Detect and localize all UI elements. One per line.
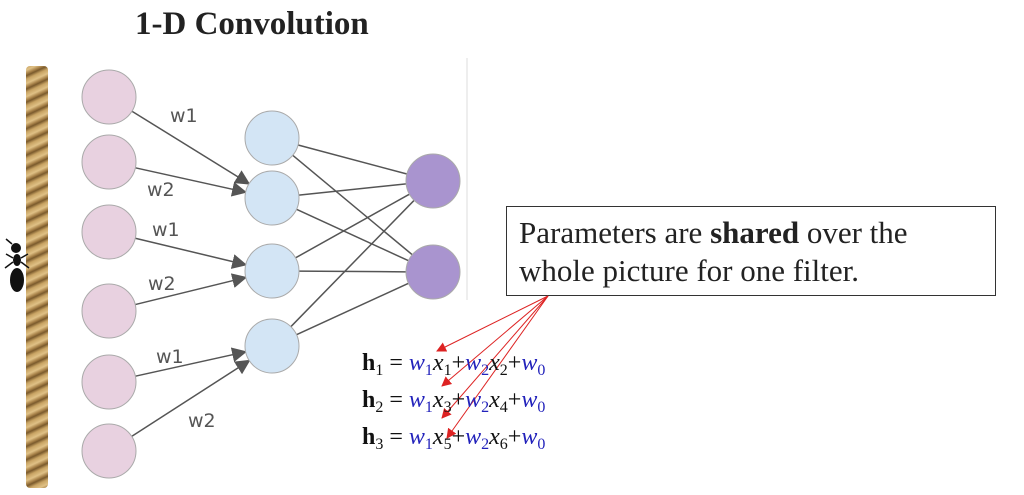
eq-w0: w bbox=[521, 387, 538, 413]
eq-w0-sub: 0 bbox=[537, 399, 546, 416]
eq-x-a-sub: 3 bbox=[443, 399, 452, 416]
hidden-output-edge bbox=[290, 199, 415, 328]
input-edge bbox=[131, 110, 251, 185]
hidden-output-edge bbox=[298, 183, 407, 196]
eq-w2-sub: 2 bbox=[481, 399, 490, 416]
eq-w1: w bbox=[408, 387, 425, 413]
eq-w0-sub: 0 bbox=[537, 362, 546, 379]
hidden-output-edge bbox=[296, 282, 409, 336]
hidden-node bbox=[244, 170, 300, 226]
eq-w2: w bbox=[465, 387, 482, 413]
callout-box: Parameters are shared over the whole pic… bbox=[506, 206, 996, 296]
input-node bbox=[81, 354, 137, 410]
eq-plus: + bbox=[451, 350, 466, 376]
eq-w1-sub: 1 bbox=[424, 436, 433, 453]
rope-decoration bbox=[26, 66, 48, 488]
eq-h-sub: 1 bbox=[375, 362, 384, 379]
eq-w0: w bbox=[521, 424, 538, 450]
eq-x-a-sub: 1 bbox=[443, 362, 452, 379]
equation-h1: h1 = w1x1+w2x2+w0 bbox=[362, 350, 545, 380]
eq-w0: w bbox=[521, 350, 538, 376]
callout-text-after: over the whole picture for one filter. bbox=[519, 215, 908, 288]
output-node bbox=[405, 244, 461, 300]
eq-x-a-sub: 5 bbox=[443, 436, 452, 453]
input-edge bbox=[135, 237, 248, 269]
eq-x-b-sub: 2 bbox=[499, 362, 508, 379]
input-edge bbox=[135, 273, 248, 306]
callout-bold-word: shared bbox=[710, 215, 800, 250]
eq-equals: = bbox=[383, 387, 409, 413]
eq-w2: w bbox=[465, 424, 482, 450]
hidden-output-edge bbox=[292, 154, 413, 256]
slide-title: 1-D Convolution bbox=[135, 6, 369, 42]
eq-h-sub: 2 bbox=[375, 399, 384, 416]
eq-x-b-sub: 6 bbox=[499, 436, 508, 453]
weight-label: w2 bbox=[147, 179, 175, 201]
eq-plus: + bbox=[507, 424, 522, 450]
eq-w1-sub: 1 bbox=[424, 362, 433, 379]
callout-text-before: Parameters are bbox=[519, 215, 711, 250]
eq-w2-sub: 2 bbox=[481, 362, 490, 379]
ant-icon bbox=[4, 238, 30, 292]
input-node bbox=[81, 283, 137, 339]
input-node bbox=[81, 423, 137, 479]
eq-plus: + bbox=[451, 424, 466, 450]
input-edge bbox=[135, 167, 248, 197]
hidden-node bbox=[244, 243, 300, 299]
eq-w2-sub: 2 bbox=[481, 436, 490, 453]
weight-label: w1 bbox=[152, 219, 180, 241]
output-node bbox=[405, 153, 461, 209]
equation-h3: h3 = w1x5+w2x6+w0 bbox=[362, 424, 545, 454]
eq-plus: + bbox=[507, 350, 522, 376]
weight-label: w2 bbox=[148, 273, 176, 295]
input-node bbox=[81, 69, 137, 125]
eq-x-b-sub: 4 bbox=[499, 399, 508, 416]
eq-x-a: x bbox=[432, 424, 444, 450]
eq-w2: w bbox=[465, 350, 482, 376]
eq-x-b: x bbox=[489, 424, 500, 450]
eq-x-b: x bbox=[489, 350, 500, 376]
eq-x-a: x bbox=[432, 350, 444, 376]
eq-w1: w bbox=[408, 424, 425, 450]
input-node bbox=[81, 204, 137, 260]
hidden-output-edge bbox=[295, 193, 410, 259]
weight-label: w2 bbox=[188, 410, 216, 432]
hidden-output-edge bbox=[296, 208, 409, 262]
input-edge bbox=[135, 347, 248, 377]
hidden-output-edge bbox=[298, 270, 407, 273]
eq-equals: = bbox=[383, 424, 409, 450]
eq-h-sub: 3 bbox=[375, 436, 384, 453]
eq-plus: + bbox=[451, 387, 466, 413]
eq-x-b: x bbox=[489, 387, 500, 413]
weight-label: w1 bbox=[156, 346, 184, 368]
eq-h: h bbox=[362, 424, 376, 450]
input-node bbox=[81, 134, 137, 190]
eq-w1: w bbox=[408, 350, 425, 376]
eq-w0-sub: 0 bbox=[537, 436, 546, 453]
eq-equals: = bbox=[383, 350, 409, 376]
eq-plus: + bbox=[507, 387, 522, 413]
hidden-node bbox=[244, 318, 300, 374]
eq-h: h bbox=[362, 350, 376, 376]
hidden-output-edge bbox=[297, 144, 408, 175]
input-edge bbox=[131, 359, 251, 438]
eq-x-a: x bbox=[432, 387, 444, 413]
equation-h2: h2 = w1x3+w2x4+w0 bbox=[362, 387, 545, 417]
eq-h: h bbox=[362, 387, 376, 413]
weight-label: w1 bbox=[170, 105, 198, 127]
eq-w1-sub: 1 bbox=[424, 399, 433, 416]
hidden-node bbox=[244, 110, 300, 166]
